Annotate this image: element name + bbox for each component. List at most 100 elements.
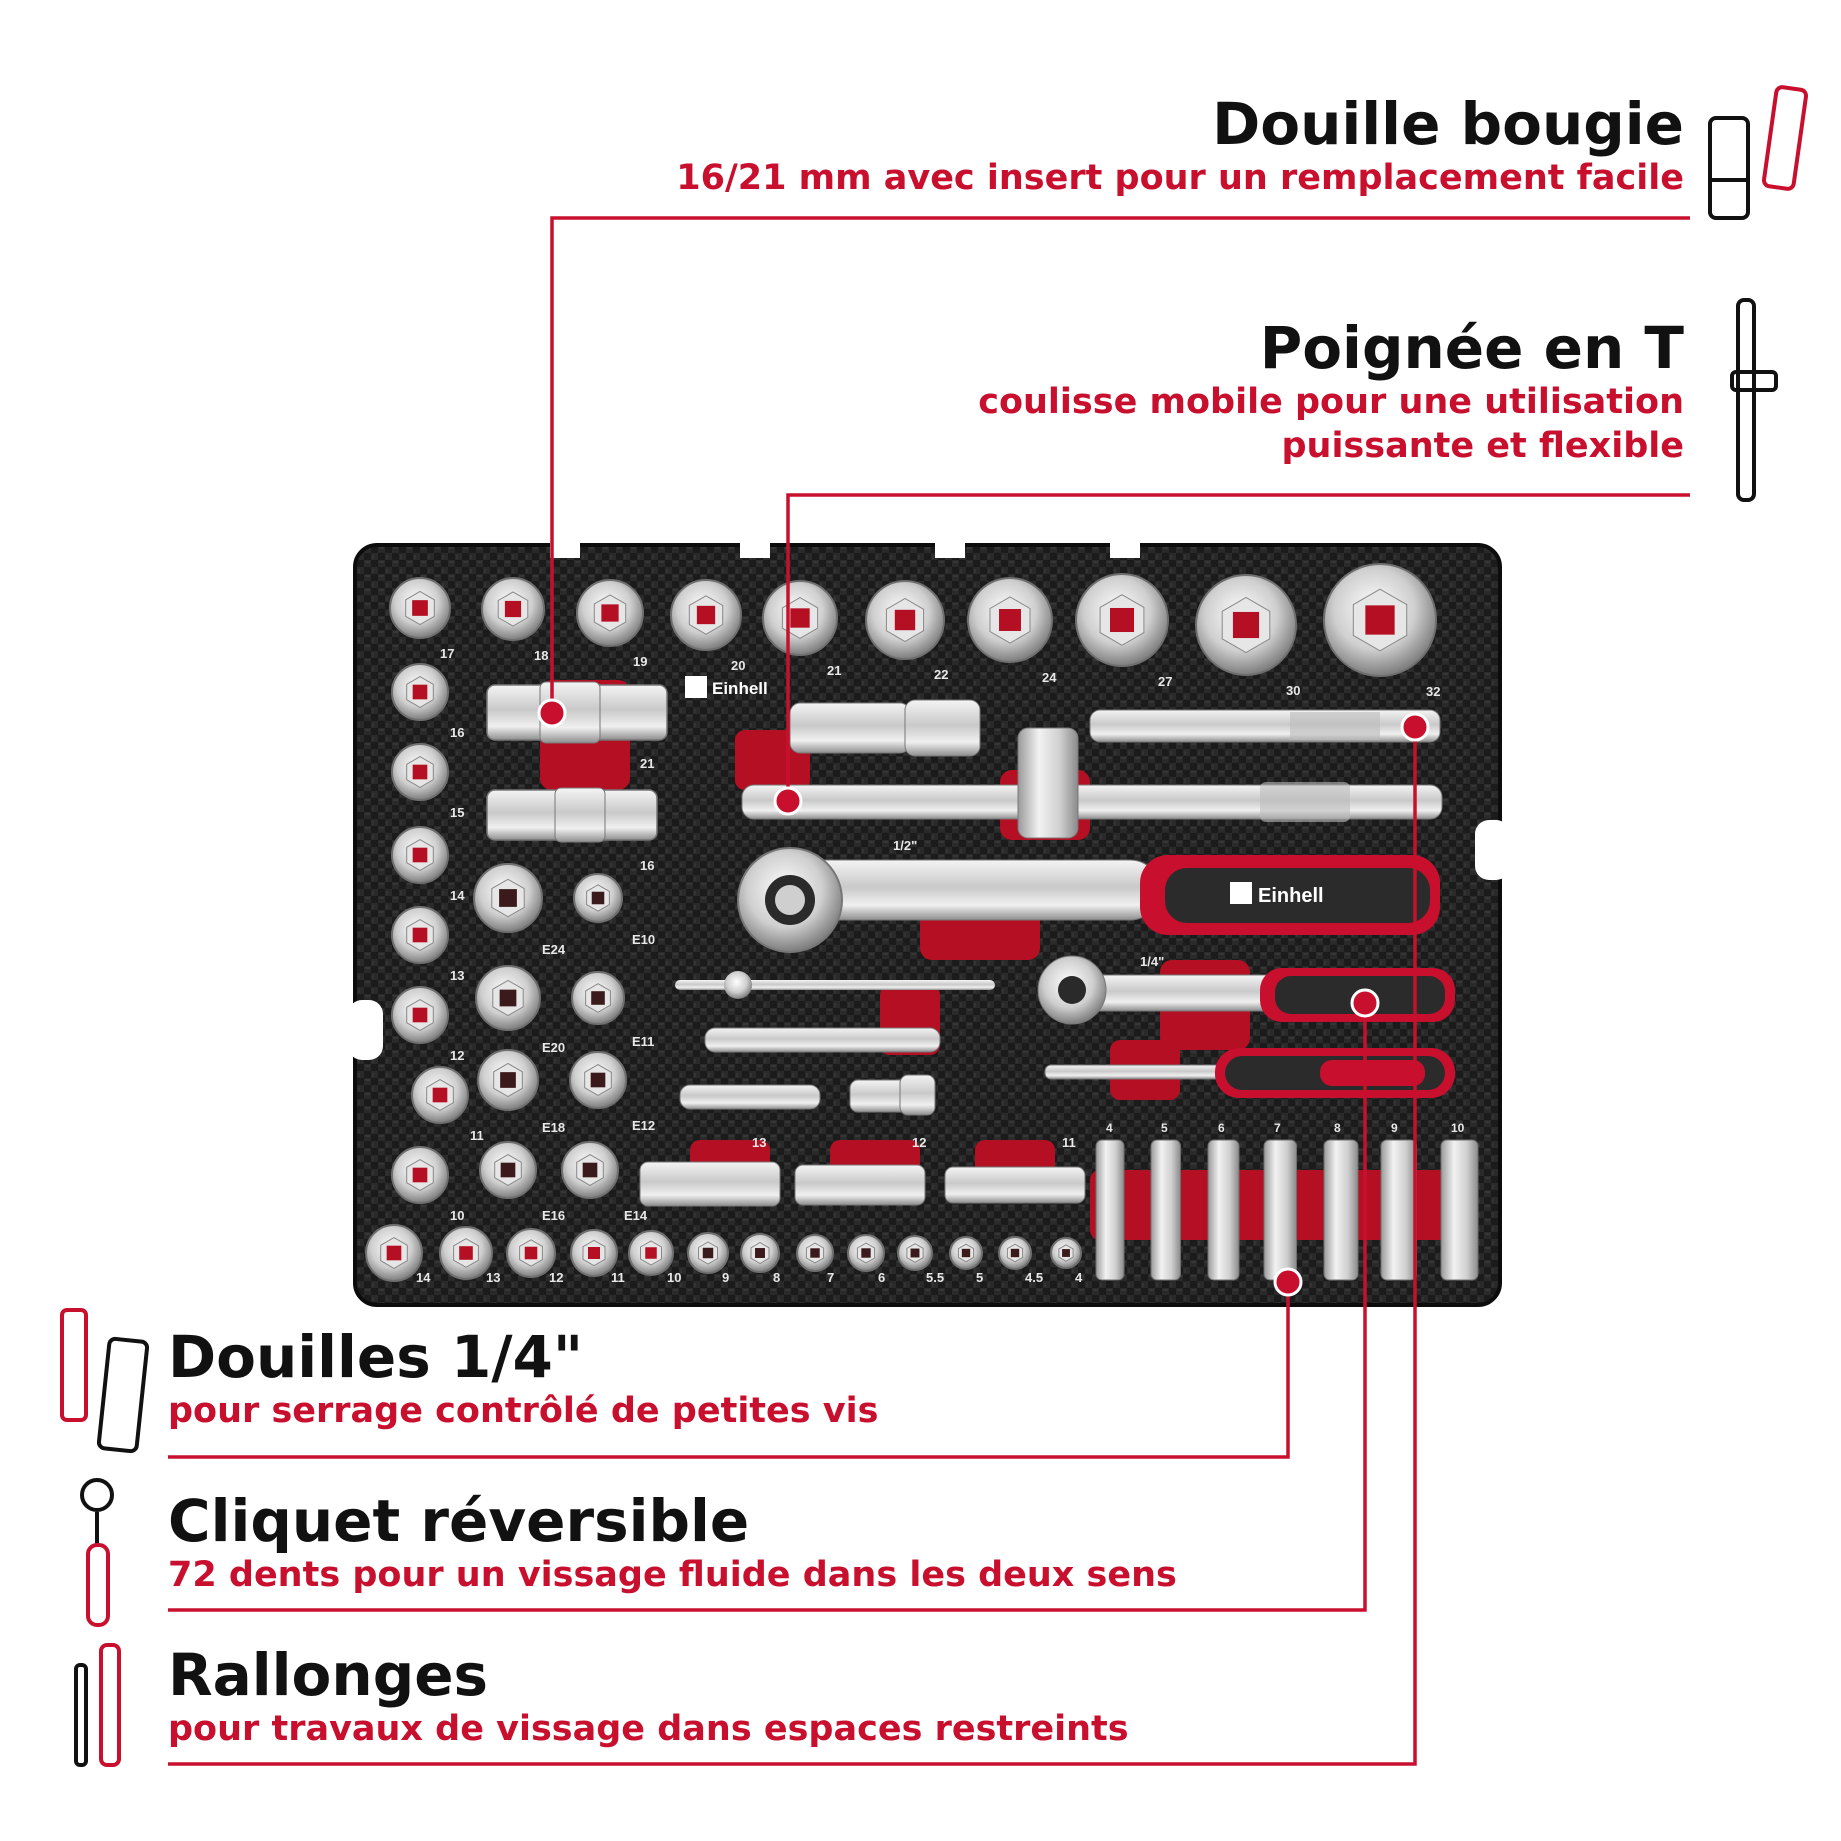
socket-top-21 (762, 580, 838, 656)
socket-left-13 (391, 906, 449, 964)
size-label: 6 (878, 1270, 885, 1285)
ratchet-icon (80, 1478, 114, 1627)
size-label: 21 (640, 756, 654, 771)
size-label: 12 (450, 1048, 464, 1063)
socket-top-30 (1195, 574, 1297, 676)
torx-E14 (561, 1141, 619, 1199)
spark-plug-socket-icon (1708, 85, 1809, 220)
drive-label-half: 1/2" (893, 838, 917, 853)
size-label: E14 (624, 1208, 648, 1223)
socket-bottom-13 (439, 1226, 493, 1280)
size-label: 11 (470, 1128, 484, 1143)
socket-left-15 (391, 743, 449, 801)
size-label: 18 (534, 648, 548, 663)
socket-bottom-4 (1050, 1237, 1082, 1269)
size-label: 7 (1274, 1121, 1281, 1135)
ratchet-half-inch: Einhell (737, 847, 1440, 953)
deep-quarter-socket-7 (1263, 1139, 1297, 1281)
socket-top-22 (865, 580, 945, 660)
torx-E18 (477, 1049, 539, 1111)
deep-quarter-socket-10 (1440, 1139, 1479, 1281)
socket-bottom-7 (796, 1234, 834, 1272)
size-label: 10 (450, 1208, 464, 1223)
callout-spark-plug: Douille bougie 16/21 mm avec insert pour… (676, 92, 1684, 200)
size-label: E20 (542, 1040, 565, 1055)
torx-E24 (473, 863, 543, 933)
size-label: 16 (450, 725, 464, 740)
deep-quarter-socket-4 (1095, 1139, 1125, 1281)
size-label: 32 (1426, 684, 1440, 699)
extension-bar-half (1089, 709, 1441, 743)
quarter-sockets-title: Douilles 1/4" (168, 1323, 584, 1391)
deep-socket-11 (944, 1166, 1086, 1204)
deep-quarter-socket-5 (1150, 1139, 1181, 1281)
socket-bottom-6 (847, 1234, 885, 1272)
callout-extensions: Rallonges pour travaux de vissage dans e… (168, 1643, 1129, 1751)
leader-quarter-sockets (168, 1282, 1290, 1459)
size-label: 5.5 (926, 1270, 944, 1285)
tray-brand-logo: Einhell (685, 676, 768, 698)
leader-extensions (168, 727, 1417, 1766)
socket-bottom-12 (506, 1228, 556, 1278)
drive-label-quarter: 1/4" (1140, 954, 1164, 969)
socket-pair-icon (60, 1308, 150, 1454)
callout-quarter-sockets: Douilles 1/4" pour serrage contrôlé de p… (168, 1325, 878, 1433)
quarter-sockets-subtitle: pour serrage contrôlé de petites vis (168, 1391, 879, 1431)
socket-top-18 (481, 577, 545, 641)
size-label: 22 (934, 667, 948, 682)
leader-t-handle (786, 493, 1690, 801)
size-label: 12 (912, 1135, 926, 1150)
deep-quarter-socket-8 (1323, 1139, 1359, 1281)
size-label: 7 (827, 1270, 834, 1285)
size-label: E24 (542, 942, 566, 957)
socket-bottom-4.5 (998, 1236, 1032, 1270)
deep-quarter-socket-9 (1380, 1139, 1417, 1281)
size-label: 9 (1391, 1121, 1398, 1135)
size-label: 5 (1161, 1121, 1168, 1135)
t-handle-subtitle-line1: coulisse mobile pour une utilisation (978, 382, 1684, 422)
t-handle-title: Poignée en T (1259, 314, 1684, 382)
size-label: 9 (722, 1270, 729, 1285)
extensions-subtitle: pour travaux de vissage dans espaces res… (168, 1709, 1129, 1749)
extension-bar-quarter-mid (704, 1027, 941, 1053)
spark-plug-subtitle: 16/21 mm avec insert pour un remplacemen… (676, 158, 1684, 198)
leader-dots (537, 698, 1430, 1297)
size-label: 13 (450, 968, 464, 983)
size-label: E11 (632, 1034, 654, 1049)
size-label: 14 (416, 1270, 431, 1285)
deep-socket-12 (794, 1164, 926, 1206)
extension-bar-quarter-short (679, 1084, 821, 1110)
socket-bottom-8 (740, 1233, 780, 1273)
leader-lines (168, 216, 1690, 1766)
size-label: 13 (752, 1135, 766, 1150)
size-label: 17 (440, 646, 454, 661)
size-label: 11 (611, 1270, 625, 1285)
torx-E10 (573, 873, 623, 923)
universal-joint-half (789, 699, 981, 757)
socket-top-32 (1323, 563, 1437, 677)
size-label: 24 (1042, 670, 1057, 685)
ratchet-title: Cliquet réversible (168, 1487, 750, 1555)
size-label: 13 (486, 1270, 500, 1285)
size-label: 19 (633, 654, 647, 669)
size-label: 4 (1106, 1121, 1113, 1135)
size-label: 6 (1218, 1121, 1225, 1135)
size-label: 21 (827, 663, 841, 678)
socket-top-27 (1075, 573, 1169, 667)
spark-plug-socket-21 (486, 681, 668, 744)
torx-E16 (479, 1141, 537, 1199)
socket-top-19 (576, 579, 644, 647)
size-label: 10 (1451, 1121, 1465, 1135)
socket-bottom-10 (628, 1230, 674, 1276)
size-label: 4 (1075, 1270, 1083, 1285)
size-label: 12 (549, 1270, 563, 1285)
extension-bar-quarter-long (675, 971, 995, 999)
socket-top-24 (967, 577, 1053, 663)
size-label: 14 (450, 888, 465, 903)
spinner-handle (1044, 1048, 1455, 1098)
size-label: 4.5 (1025, 1270, 1043, 1285)
torx-E12 (569, 1051, 627, 1109)
socket-bottom-5.5 (897, 1235, 933, 1271)
